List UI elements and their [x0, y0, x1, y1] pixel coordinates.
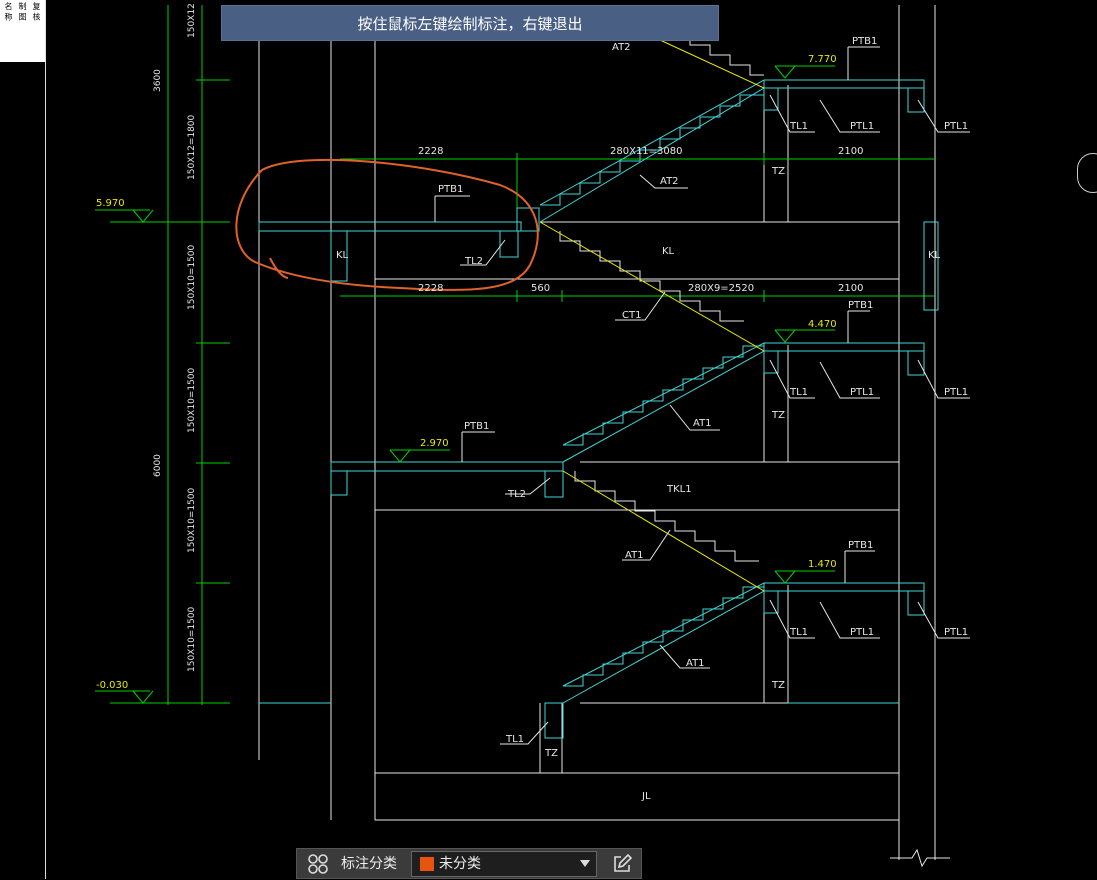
structure-lines — [258, 5, 950, 868]
annotation-toolbar: 标注分类 未分类 — [296, 848, 642, 879]
title-block-cell: 复 核 — [32, 2, 41, 21]
elevation-markers — [95, 65, 835, 704]
member-label: PTB1 — [848, 300, 873, 311]
vertical-dimension-texts: 150X12 3600 150X12=1800 150X10=1500 150X… — [153, 3, 197, 672]
elevation-texts: 5.970 -0.030 7.770 4.470 2.970 1.470 — [96, 54, 837, 691]
member-label: PTB1 — [438, 184, 463, 195]
elevation-text: 2.970 — [420, 438, 449, 449]
dim-text: 150X10=1500 — [187, 244, 197, 310]
dim-text: 280X11=3080 — [610, 146, 683, 157]
category-color-swatch — [420, 857, 434, 871]
title-block-cell: 制 图 — [18, 2, 27, 21]
member-label: PTB1 — [852, 36, 877, 47]
dim-text: 150X10=1500 — [187, 606, 197, 672]
dim-text: 2228 — [418, 146, 443, 157]
dim-text: 2228 — [418, 283, 443, 294]
member-label: PTL1 — [944, 627, 968, 638]
member-label: AT1 — [625, 550, 644, 561]
flight-slope-lines — [539, 39, 765, 592]
title-block: 名 称 制 图 复 核 — [0, 0, 45, 62]
member-labels: AT2 PTB1 TL1 PTL1 PTL1 AT2 TZ PTB1 TL2 K… — [336, 36, 968, 802]
member-label: PTB1 — [464, 421, 489, 432]
member-label: TL2 — [507, 489, 526, 500]
member-label: PTL1 — [944, 121, 968, 132]
dim-text: 280X9=2520 — [688, 283, 754, 294]
member-label: AT1 — [693, 418, 712, 429]
chevron-down-icon — [580, 860, 590, 867]
member-label: AT2 — [660, 176, 679, 187]
stair-outlines — [559, 40, 764, 562]
dim-text: 150X12 — [187, 3, 197, 38]
dimension-lines — [110, 5, 935, 705]
dim-text: 150X10=1500 — [187, 487, 197, 553]
member-label: TL2 — [464, 256, 483, 267]
member-label: TZ — [771, 680, 785, 691]
member-label: TL1 — [789, 387, 808, 398]
member-label: TL1 — [789, 121, 808, 132]
member-label: KL — [928, 250, 941, 261]
member-label: TZ — [771, 166, 785, 177]
member-label: PTL1 — [850, 627, 874, 638]
member-label: KL — [662, 246, 675, 257]
member-label: TL1 — [789, 627, 808, 638]
dim-text: 2100 — [838, 146, 863, 157]
member-label: PTB1 — [848, 540, 873, 551]
dim-text: 2100 — [838, 283, 863, 294]
member-label: PTL1 — [850, 387, 874, 398]
leader-lines — [434, 46, 970, 745]
elevation-text: -0.030 — [96, 680, 128, 691]
member-label: KL — [336, 250, 349, 261]
member-label: CT1 — [622, 310, 641, 321]
member-label: JL — [641, 791, 651, 802]
member-label: PTL1 — [850, 121, 874, 132]
elevation-text: 7.770 — [808, 54, 837, 65]
drawing-title-strip: 名 称 制 图 复 核 — [0, 0, 46, 879]
horizontal-dimension-texts: 2228 280X11=3080 2100 2228 560 280X9=252… — [418, 146, 863, 294]
member-label: AT2 — [612, 42, 631, 53]
edit-icon[interactable] — [611, 853, 633, 875]
title-block-cell: 名 称 — [4, 2, 13, 21]
member-label: TL1 — [505, 734, 524, 745]
dim-text: 3600 — [153, 69, 163, 92]
side-panel-toggle[interactable] — [1077, 153, 1097, 193]
dim-text: 6000 — [153, 454, 163, 477]
markup-freehand-circle — [235, 158, 539, 291]
dim-text: 150X12=1800 — [187, 114, 197, 180]
dim-text: 560 — [531, 283, 550, 294]
member-label: TZ — [544, 748, 558, 759]
elevation-text: 5.970 — [96, 198, 125, 209]
concrete-members — [258, 79, 939, 739]
category-value: 未分类 — [439, 856, 481, 872]
member-label: PTL1 — [944, 387, 968, 398]
member-label: AT1 — [686, 658, 705, 669]
member-label: TZ — [771, 410, 785, 421]
instruction-banner: 按住鼠标左键绘制标注，右键退出 — [221, 5, 719, 41]
elevation-text: 1.470 — [808, 559, 837, 570]
category-select[interactable]: 未分类 — [411, 851, 597, 877]
dim-text: 150X10=1500 — [187, 367, 197, 433]
category-label: 标注分类 — [341, 856, 397, 872]
member-label: TKL1 — [666, 484, 692, 495]
elevation-text: 4.470 — [808, 319, 837, 330]
grid-icon[interactable] — [307, 853, 329, 875]
